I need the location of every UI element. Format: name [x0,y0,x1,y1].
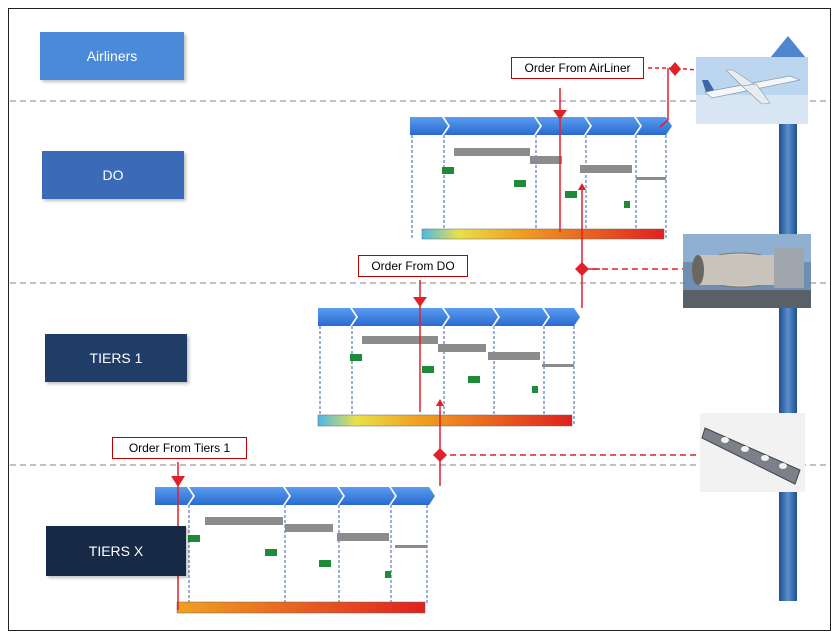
level-do-label: DO [102,167,124,183]
level-tiersx: TIERS X [46,526,186,576]
level-tiers1: TIERS 1 [45,334,187,382]
milestones [188,535,391,578]
phase-arrows [410,117,672,135]
gantt-bars [454,148,666,180]
milestones [350,354,538,393]
order-from-do-text: Order From DO [371,259,455,273]
gantt-bars [205,517,427,548]
order-from-airliner-label: Order From AirLiner [511,57,644,79]
horizon-bar [176,601,426,614]
order-diamond-airliner [669,62,681,76]
gantt-bars [362,336,574,367]
phase-dividers [319,326,575,426]
order-flow-do [419,185,684,412]
order-pointer-airliner [553,110,567,120]
order-from-tiers1-text: Order From Tiers 1 [128,441,231,455]
order-pointer-do [413,297,427,307]
order-from-airliner-text: Order From AirLiner [524,61,631,75]
fuselage-picture [683,234,811,308]
level-do: DO [42,151,184,199]
order-pointer-tiers1 [171,476,185,487]
level-tiers1-label: TIERS 1 [89,350,143,366]
order-from-do-label: Order From DO [358,255,468,277]
frame-part-picture [700,413,805,492]
order-diamond-tiers1 [433,448,447,462]
gantt-block-do [410,117,672,240]
level-airliners: Airliners [40,32,184,80]
milestones [442,167,630,208]
phase-arrows [318,308,580,326]
level-tiersx-label: TIERS X [88,543,144,559]
horizon-bar [421,228,665,240]
gantt-block-tiers1 [317,308,580,427]
phase-dividers [411,135,667,239]
phase-arrows [155,487,435,505]
order-from-tiers1-label: Order From Tiers 1 [112,437,247,459]
level-airliners-label: Airliners [86,48,138,64]
airliner-picture [696,57,808,124]
order-diamond-do [575,262,589,276]
horizon-bar [317,414,573,427]
order-arrowhead-do [578,183,586,190]
gantt-block-tiersx [155,487,435,614]
phase-dividers [188,505,428,603]
order-arrowhead-tiers1 [436,399,444,406]
